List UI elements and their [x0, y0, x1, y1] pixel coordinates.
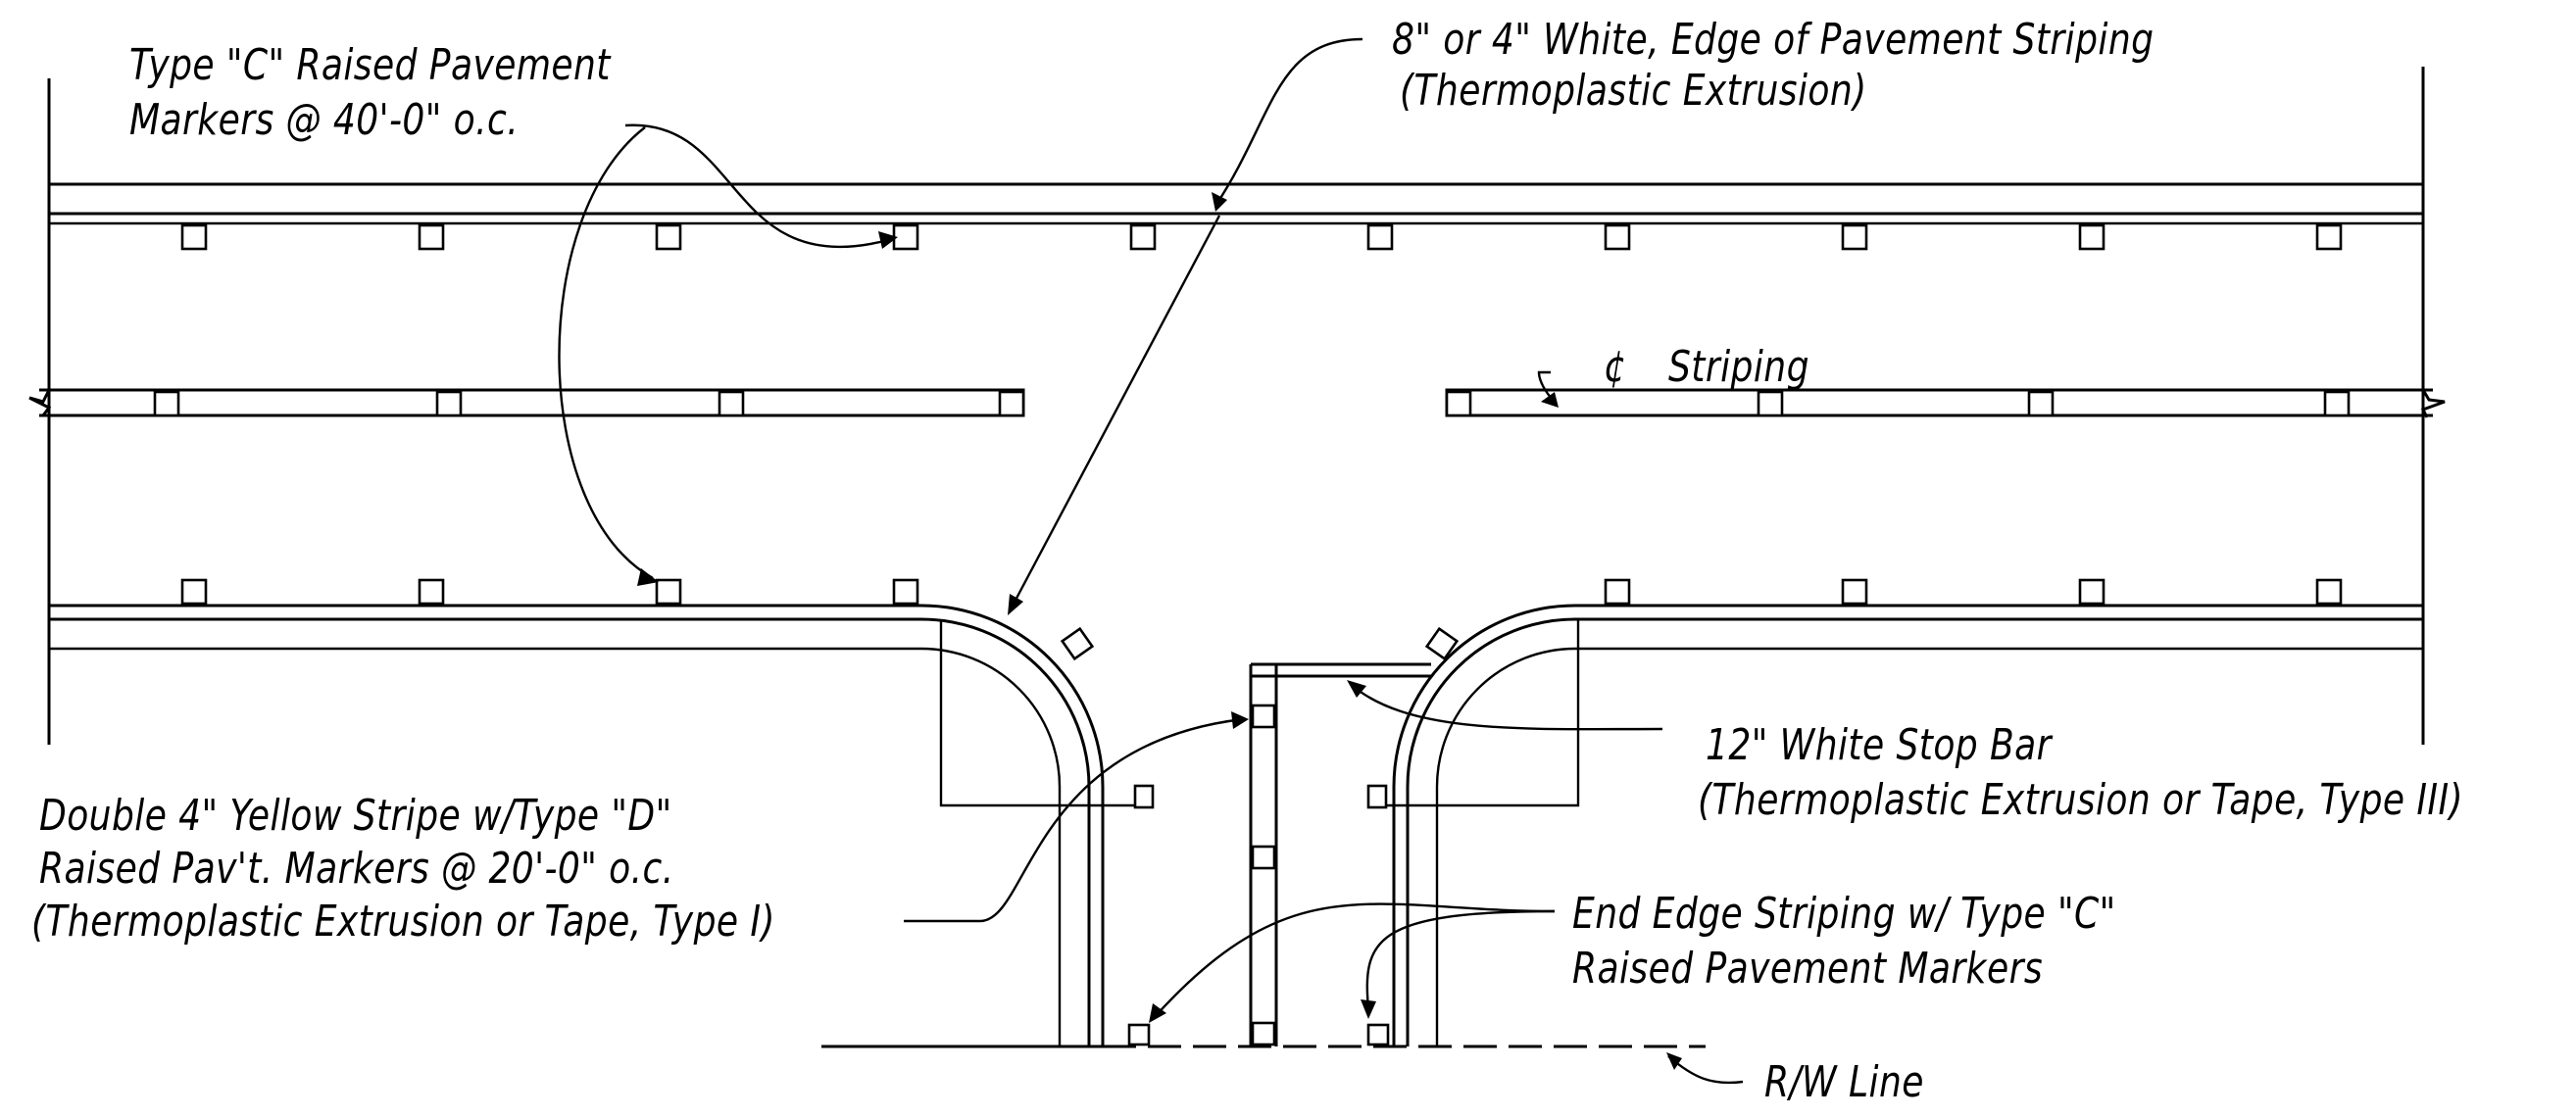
raised-markers-label-line2: Markers @ 40'-0" o.c.	[129, 95, 520, 145]
boundary-lines	[47, 67, 2425, 745]
top-raised-markers	[180, 223, 2343, 251]
stop-bar-label-line2: (Thermoplastic Extrusion or Tape, Type I…	[1698, 775, 2464, 825]
centerline-label: Striping	[1668, 342, 1809, 392]
rw-line	[821, 1045, 1744, 1085]
end-edge-label-line1: End Edge Striping w/ Type "C"	[1572, 889, 2116, 939]
leader-lines	[558, 37, 1663, 1023]
stop-bar-and-center	[1127, 662, 1431, 1046]
edge-striping-label-line2: (Thermoplastic Extrusion)	[1400, 66, 1867, 116]
yellow-stripe-label-line1: Double 4" Yellow Stripe w/Type "D"	[39, 791, 672, 841]
corner-boxes	[939, 619, 1580, 809]
end-edge-label-line2: Raised Pavement Markers	[1572, 944, 2044, 994]
rw-line-label: R/W Line	[1764, 1057, 1924, 1107]
stop-bar-label-line1: 12" White Stop Bar	[1706, 720, 2052, 770]
yellow-stripe-label-line2: Raised Pav't. Markers @ 20'-0" o.c.	[39, 844, 674, 894]
edge-striping-label-line1: 8" or 4" White, Edge of Pavement Stripin…	[1392, 15, 2155, 65]
top-edge-stripe	[49, 182, 2423, 225]
raised-markers-label-line1: Type "C" Raised Pavement	[129, 40, 611, 90]
centerline-striping	[28, 388, 2446, 418]
centerline-symbol: ¢	[1604, 342, 1627, 392]
bottom-edge-stripe	[49, 604, 2423, 1046]
yellow-stripe-label-line3: (Thermoplastic Extrusion or Tape, Type I…	[31, 897, 775, 947]
bottom-raised-markers	[180, 578, 2343, 606]
